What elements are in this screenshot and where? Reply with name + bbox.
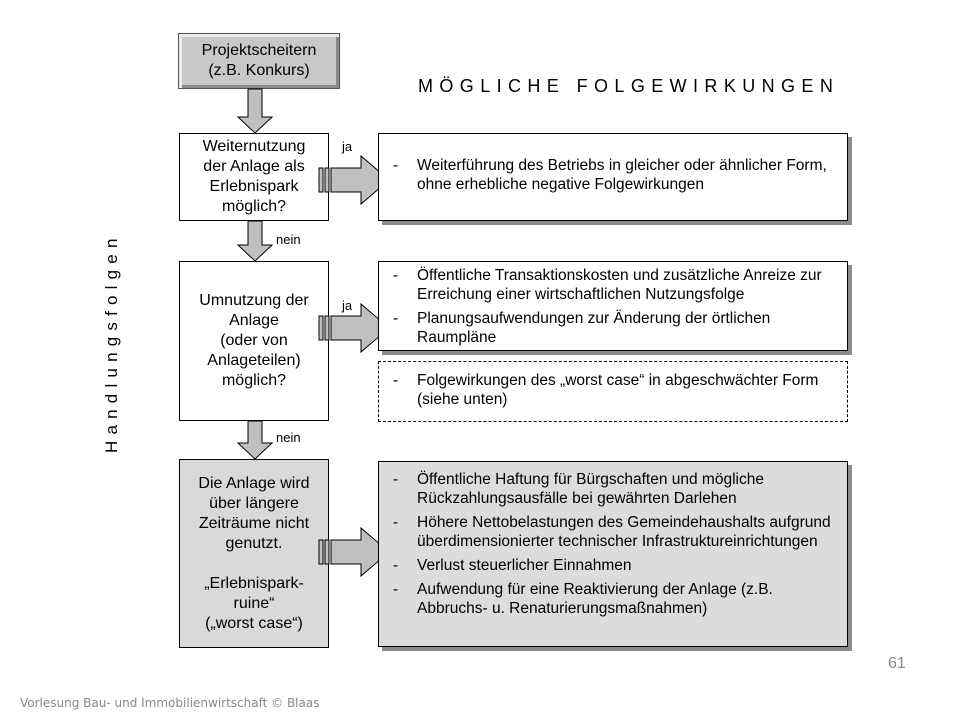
consequence-item: Folgewirkungen des „worst case“ in abges…: [389, 371, 839, 409]
start-line-1: Projektscheitern: [201, 42, 317, 59]
consequence-box-4: Öffentliche Haftung für Bürgschaften und…: [378, 461, 848, 647]
right-arrow-icon: [318, 154, 390, 206]
page-number: 61: [888, 655, 906, 672]
consequence-item: Öffentliche Transaktionskosten und zusät…: [389, 266, 839, 304]
question-3-line: „Erlebnispark-: [204, 574, 304, 592]
question-3-line: Die Anlage wird: [198, 474, 310, 492]
question-2-line: Anlageteilen): [207, 352, 301, 369]
question-2-line: (oder von: [220, 332, 288, 349]
no-label: nein: [276, 232, 301, 247]
yes-label: ja: [342, 139, 353, 154]
consequence-box-1: Weiterführung des Betriebs in gleicher o…: [378, 133, 848, 221]
question-2-line: möglich?: [221, 372, 286, 389]
down-arrow-icon: [236, 88, 274, 134]
down-arrow-icon: [236, 420, 274, 460]
question-1-line: Erlebnispark: [209, 178, 299, 195]
question-1-line: möglich?: [221, 198, 287, 215]
consequence-item: Verlust steuerlicher Einnahmen: [389, 556, 839, 575]
question-3-line: („worst case“): [205, 614, 303, 632]
question-3-line: Zeiträume nicht: [198, 514, 310, 532]
question-3: Die Anlage wird über längere Zeiträume n…: [179, 459, 329, 648]
start-line-2: (z.B. Konkurs): [208, 62, 310, 79]
question-3-line: genutzt.: [225, 534, 283, 552]
consequence-item: Aufwendung für eine Reaktivierung der An…: [389, 580, 839, 618]
yes-label: ja: [342, 298, 353, 313]
consequence-item: Höhere Nettobelastungen des Gemeindehaus…: [389, 513, 839, 551]
right-arrow-icon: [318, 526, 390, 578]
question-1-line: der Anlage als: [203, 158, 305, 175]
question-1-line: Weiternutzung: [202, 138, 306, 155]
start-node: Projektscheitern (z.B. Konkurs): [178, 33, 340, 89]
heading: MÖGLICHE FOLGEWIRKUNGEN: [418, 76, 840, 96]
question-1: Weiternutzung der Anlage als Erlebnispar…: [179, 133, 329, 221]
question-3-line: ruine“: [233, 594, 275, 612]
consequence-box-3: Folgewirkungen des „worst case“ in abges…: [378, 361, 848, 422]
consequence-item: Weiterführung des Betriebs in gleicher o…: [389, 156, 839, 194]
down-arrow-icon: [236, 220, 274, 262]
question-2: Umnutzung der Anlage (oder von Anlagetei…: [179, 261, 329, 421]
consequence-box-2: Öffentliche Transaktionskosten und zusät…: [378, 261, 848, 351]
question-3-line: über längere: [209, 494, 299, 512]
consequence-item: Planungsaufwendungen zur Änderung der ör…: [389, 309, 839, 347]
question-3-line: [198, 554, 309, 574]
footer-text: Vorlesung Bau- und Immobilienwirtschaft …: [20, 696, 320, 710]
question-2-line: Umnutzung der: [199, 292, 309, 309]
question-2-line: Anlage: [229, 312, 279, 329]
right-arrow-icon: [318, 302, 390, 354]
side-label: Handlungsfolgen: [102, 232, 121, 453]
no-label: nein: [276, 430, 301, 445]
consequence-item: Öffentliche Haftung für Bürgschaften und…: [389, 470, 839, 508]
